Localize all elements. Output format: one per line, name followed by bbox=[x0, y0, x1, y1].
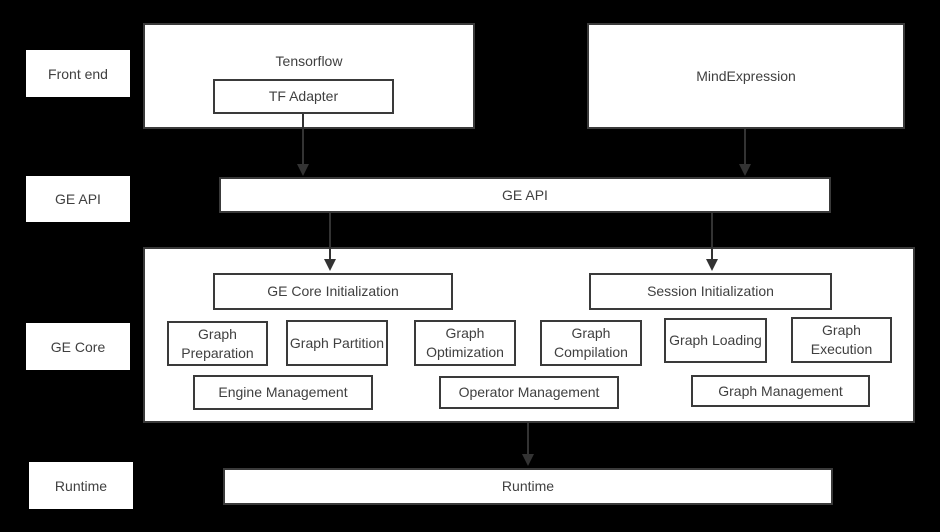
graph-partition-box: Graph Partition bbox=[286, 320, 388, 366]
runtime-bar: Runtime bbox=[223, 468, 833, 505]
engine-management-box: Engine Management bbox=[193, 375, 373, 410]
ge-api-bar: GE API bbox=[219, 177, 831, 213]
graph-compilation-box: Graph Compilation bbox=[540, 320, 642, 366]
graph-optimization-box: Graph Optimization bbox=[414, 320, 516, 366]
session-initialization-box: Session Initialization bbox=[589, 273, 832, 310]
arrow-mindexpression-to-ge-api bbox=[739, 129, 751, 176]
tf-adapter-box: TF Adapter bbox=[213, 79, 394, 114]
ge-core-initialization-box: GE Core Initialization bbox=[213, 273, 453, 310]
arrow-ge-api-to-session-init bbox=[706, 213, 718, 271]
layer-label-front-end: Front end bbox=[26, 50, 130, 97]
graph-loading-box: Graph Loading bbox=[664, 318, 767, 363]
mindexpression-box: MindExpression bbox=[587, 23, 905, 129]
layer-label-ge-api: GE API bbox=[26, 176, 130, 222]
layer-label-ge-core: GE Core bbox=[26, 323, 130, 370]
arrow-tf-adapter-to-ge-api bbox=[297, 114, 309, 176]
operator-management-box: Operator Management bbox=[439, 376, 619, 409]
graph-preparation-box: Graph Preparation bbox=[167, 321, 268, 366]
graph-management-box: Graph Management bbox=[691, 375, 870, 407]
layer-label-runtime: Runtime bbox=[29, 462, 133, 509]
arrow-ge-api-to-ge-core-init bbox=[324, 213, 336, 271]
tensorflow-label: Tensorflow bbox=[275, 53, 343, 69]
arrow-ge-core-to-runtime bbox=[522, 423, 534, 466]
graph-execution-box: Graph Execution bbox=[791, 317, 892, 363]
